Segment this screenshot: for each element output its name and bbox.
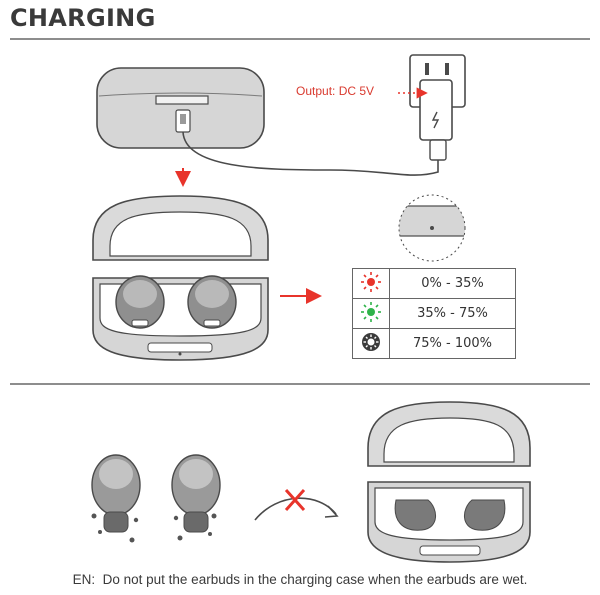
- legend-row-mid: 35% - 75%: [352, 298, 516, 329]
- usb-c-cable: [182, 131, 439, 176]
- white-led-icon: [352, 328, 390, 359]
- wet-warning-note: EN: Do not put the earbuds in the chargi…: [0, 572, 600, 587]
- legend-range-low: 0% - 35%: [389, 268, 516, 299]
- open-case-icon: [92, 195, 269, 361]
- warning-text: Do not put the earbuds in the charging c…: [102, 572, 528, 587]
- section-divider: [10, 383, 590, 385]
- empty-case-icon: [367, 401, 531, 563]
- wet-earbud-right-icon: [171, 454, 221, 541]
- wall-adapter-icon: [409, 54, 466, 161]
- title-divider: [10, 38, 590, 40]
- earbud-right-icon: [187, 275, 237, 329]
- closed-case-icon: [96, 67, 265, 149]
- output-label: Output: DC 5V: [296, 84, 375, 98]
- led-zoom-inset: [398, 194, 466, 262]
- red-led-icon: [352, 268, 390, 299]
- language-prefix: EN:: [72, 572, 96, 587]
- legend-row-high: 75% - 100%: [352, 328, 516, 359]
- green-led-icon: [352, 298, 390, 329]
- page-title: CHARGING: [10, 4, 156, 32]
- legend-range-mid: 35% - 75%: [389, 298, 516, 329]
- wet-earbud-left-icon: [91, 454, 141, 543]
- earbud-left-icon: [115, 275, 165, 329]
- battery-level-legend: 0% - 35% 35% - 75%: [352, 268, 516, 359]
- legend-range-high: 75% - 100%: [389, 328, 516, 359]
- prohibited-x-icon: [284, 488, 306, 512]
- legend-row-low: 0% - 35%: [352, 268, 516, 299]
